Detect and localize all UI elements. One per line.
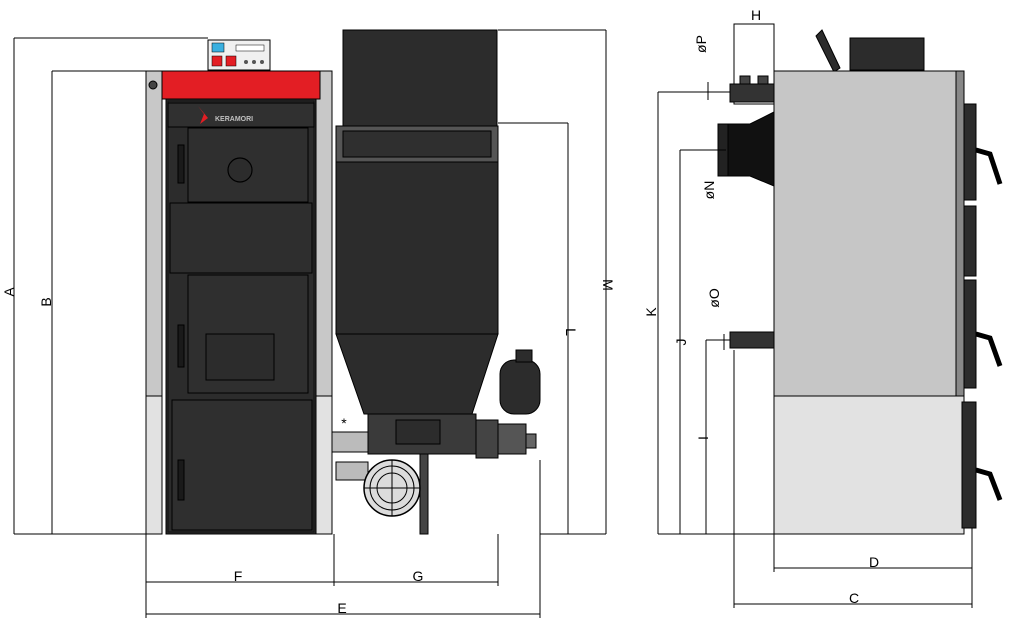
dim-label-G: G <box>413 568 424 584</box>
front-dimensions <box>13 29 607 618</box>
dim-label-K: K <box>643 307 659 317</box>
front-view: KERAMORI <box>1 29 616 618</box>
fan <box>363 459 421 517</box>
dim-label-H: H <box>751 7 761 23</box>
side-dimensions <box>657 23 973 608</box>
dim-label-M: M <box>600 279 616 291</box>
dim-label-J: J <box>673 339 689 346</box>
dim-label-F: F <box>234 568 243 584</box>
dim-label-A: A <box>1 287 17 297</box>
right-casing <box>315 70 333 397</box>
fuel-hopper <box>335 29 499 415</box>
side-view: H øP øN øO K J I D C <box>643 7 1003 608</box>
dim-label-D: D <box>869 554 879 570</box>
control-panel <box>207 39 271 71</box>
side-body <box>773 70 965 397</box>
dim-label-O: øO <box>706 288 722 308</box>
dim-label-I: I <box>695 436 711 440</box>
brand-logo: KERAMORI <box>215 116 253 123</box>
dim-label-B: B <box>38 297 54 306</box>
red-top-cover <box>161 70 321 100</box>
dim-label-N: øN <box>701 181 717 200</box>
dim-label-E: E <box>337 600 346 616</box>
left-casing <box>145 70 163 397</box>
dim-label-C: C <box>849 590 859 606</box>
flue-outlet <box>725 111 775 187</box>
auger-feeder <box>331 349 541 535</box>
dim-label-P: øP <box>693 35 709 53</box>
dim-label-L: L <box>563 328 579 336</box>
side-control-box <box>849 37 925 71</box>
asterisk-mark: * <box>341 415 347 431</box>
